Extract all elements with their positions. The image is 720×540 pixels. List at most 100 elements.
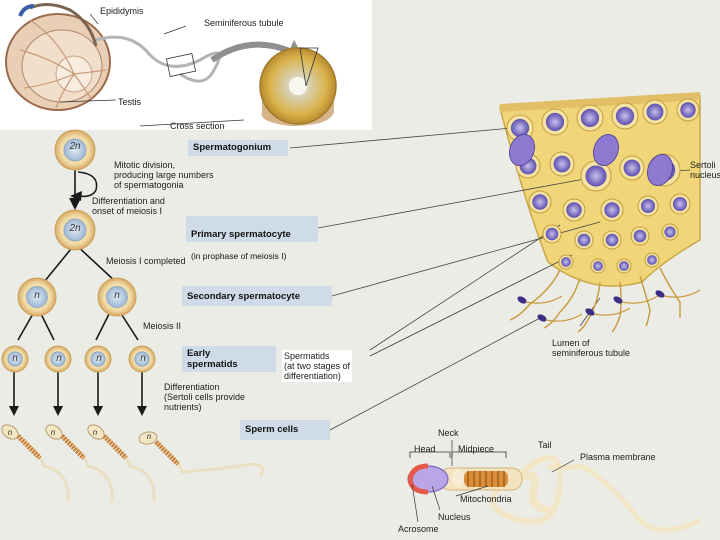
sperm-cell	[1, 424, 70, 503]
mitochondria-coil	[464, 471, 508, 487]
sertoli-nucleus	[593, 134, 619, 166]
sperm-cell	[45, 424, 114, 503]
lumen-label: Lumen of seminiferous tubule	[552, 338, 631, 358]
early-spermatid-cell	[44, 345, 72, 373]
plasma-membrane-label: Plasma membrane	[580, 452, 656, 462]
tissue-cell	[676, 98, 700, 122]
tissue-cell	[661, 223, 679, 241]
secondary-spermatocyte-ploidy-2: n	[114, 290, 120, 301]
primary-spermatocyte-title: Primary spermatocyte	[191, 229, 291, 240]
sperm-head	[585, 308, 595, 316]
tissue-cell	[558, 254, 574, 270]
sperm-head	[517, 296, 527, 304]
tissue-cell	[600, 198, 624, 222]
sperm-tail	[593, 307, 631, 316]
sertoli-nucleus-label: Sertoli nucleus	[690, 160, 720, 180]
tail-label: Tail	[538, 440, 552, 450]
secondary-spermatocyte-ploidy-1: n	[34, 290, 40, 301]
testis-label: Testis	[118, 97, 142, 107]
spermatid-ploidy-2: n	[56, 353, 62, 364]
tissue-cell	[630, 226, 650, 246]
testis-illustration	[5, 3, 111, 111]
tissue-cell	[637, 195, 659, 217]
tubule-drawing	[95, 35, 222, 83]
tissue-cell	[611, 102, 639, 130]
tissue-cell	[669, 193, 691, 215]
tissue-cell	[619, 155, 645, 181]
mitochondria-label: Mitochondria	[460, 494, 512, 504]
sperm-tail	[659, 267, 681, 318]
sperm-cells-label: Sperm cells	[240, 420, 330, 440]
sertoli-nucleus	[509, 134, 535, 166]
tissue-cell	[576, 104, 604, 132]
meiosis-one-note: Meiosis I completed	[106, 256, 186, 266]
sperm-tail	[545, 313, 583, 322]
tissue-cell	[542, 224, 562, 244]
tissue-cell	[528, 190, 552, 214]
cross-section-illustration	[259, 47, 337, 126]
final-differentiation-note: Differentiation (Sertoli cells provide n…	[164, 382, 246, 412]
early-spermatid-cell	[128, 345, 156, 373]
tissue-cell	[580, 160, 612, 192]
seminiferous-tubule-label: Seminiferous tubule	[204, 18, 284, 28]
sperm-ploidy-3: n	[92, 428, 98, 437]
zoom-box	[165, 53, 197, 77]
epididymis-label: Epididymis	[100, 6, 144, 16]
secondary-spermatocyte-label: Secondary spermatocyte	[182, 286, 332, 306]
primary-spermatocyte-cell	[54, 209, 96, 251]
sperm-head	[537, 314, 547, 322]
magnify-arrow	[210, 41, 294, 63]
tissue-cell	[642, 99, 668, 125]
primary-spermatocyte-box: Primary spermatocyte (in prophase of mei…	[186, 216, 318, 261]
sertoli-nucleus	[647, 154, 673, 186]
sperm-tail	[577, 281, 601, 333]
primary-spermatocyte-subtitle: (in prophase of meiosis I)	[191, 251, 287, 261]
sperm-ploidy-2: n	[50, 428, 56, 437]
germ-cells	[1, 129, 156, 373]
pedigree-lines	[13, 164, 143, 408]
tissue-cell	[541, 108, 569, 136]
tissue-cells	[506, 98, 701, 333]
sperm-tail	[611, 281, 622, 333]
spermatid-ploidy-1: n	[12, 353, 18, 364]
tissue-cell	[590, 258, 606, 274]
sperm-detail-diagram	[407, 440, 702, 533]
spermatogonium-ploidy: 2n	[69, 141, 81, 152]
mitotic-division-note: Mitotic division, producing large number…	[114, 160, 214, 190]
secondary-spermatocyte-cell	[17, 277, 57, 317]
tissue-cell	[574, 230, 594, 250]
sperm-head	[655, 290, 665, 298]
sperm-tail	[621, 295, 659, 304]
differentiation-meiosis-note: Differentiation and onset of meiosis I	[92, 196, 165, 216]
midpiece-label: Midpiece	[458, 444, 495, 454]
spermatid-ploidy-3: n	[96, 353, 102, 364]
sperm-cell	[138, 431, 264, 477]
cross-section-label: Cross section	[170, 121, 225, 131]
sperm-tail	[543, 277, 581, 329]
sperm-head	[613, 296, 623, 304]
sperm-tail	[639, 275, 651, 327]
acrosome-label: Acrosome	[398, 524, 439, 534]
tissue-cell	[549, 151, 575, 177]
neck-label: Neck	[438, 428, 459, 438]
sperm-tail	[509, 269, 561, 321]
early-spermatid-cell	[1, 345, 29, 373]
tissue-cell	[616, 258, 632, 274]
spermatids-stages-note: Spermatids (at two stages of differentia…	[282, 350, 353, 382]
spermatogonium-label: Spermatogonium	[188, 140, 288, 156]
early-spermatid-cell	[84, 345, 112, 373]
tissue-cell	[602, 230, 622, 250]
sperm-tail	[663, 289, 701, 298]
nucleus-label: Nucleus	[438, 512, 471, 522]
primary-spermatocyte-ploidy: 2n	[69, 223, 81, 234]
tissue-cell	[562, 198, 586, 222]
tissue-cell	[644, 252, 660, 268]
sperm-cell	[87, 424, 156, 503]
spermatogonium-cell	[54, 129, 96, 171]
sperm-ploidy-1: n	[7, 428, 13, 437]
secondary-spermatocyte-cell	[97, 277, 137, 317]
meiosis-two-note: Meiosis II	[143, 321, 182, 331]
early-spermatids-label: Early spermatids	[182, 346, 276, 372]
